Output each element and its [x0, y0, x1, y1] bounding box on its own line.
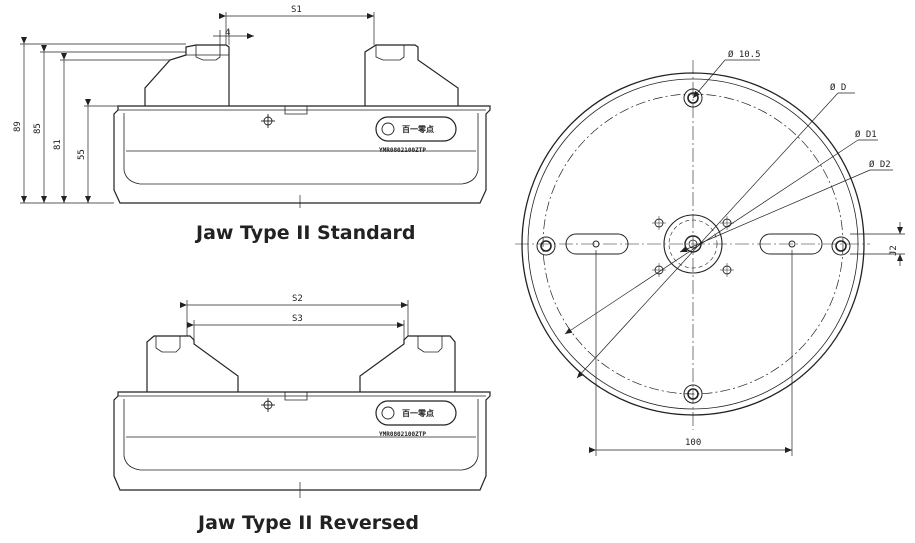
dim-89: 89 — [13, 121, 23, 132]
plate-model-reversed: YMR0802100ZTP — [379, 431, 426, 438]
standard-dims — [20, 12, 375, 204]
plate-model: YMR0802100ZTP — [379, 147, 426, 154]
dim-d: Ø D — [830, 82, 846, 93]
dim-s1: S1 — [291, 5, 302, 15]
caption-standard: Jaw Type II Standard — [196, 222, 416, 244]
dim-d2: Ø D2 — [869, 159, 891, 170]
center-mark — [261, 114, 275, 128]
dim-85: 85 — [33, 123, 43, 134]
right-jaw — [364, 44, 459, 106]
plate-brand-reversed: 百一零点 — [402, 408, 434, 418]
standard-view: 百一零点 — [113, 44, 491, 208]
dim-jaw-gap: 4 — [225, 28, 230, 38]
dim-81: 81 — [53, 139, 63, 150]
dim-55: 55 — [77, 149, 87, 160]
left-jaw-reversed — [146, 335, 239, 392]
right-jaw-reversed — [359, 335, 456, 392]
caption-reversed: Jaw Type II Reversed — [198, 512, 419, 534]
center-hub — [663, 214, 723, 274]
dim-100: 100 — [685, 438, 701, 448]
plate-brand: 百一零点 — [402, 124, 434, 134]
logo-plate — [375, 116, 457, 142]
dim-s3: S3 — [292, 314, 303, 324]
dim-d1: Ø D1 — [855, 129, 877, 140]
vise-body — [113, 105, 491, 204]
logo-plate-reversed — [375, 400, 457, 426]
dim-j2: J2 — [889, 245, 899, 256]
left-slot — [565, 233, 629, 255]
reversed-dims — [180, 300, 409, 344]
dim-s2: S2 — [292, 294, 303, 304]
top-view — [515, 59, 905, 456]
dim-d10-5: Ø 10.5 — [728, 49, 761, 60]
reversed-view: 百一零点 — [113, 335, 491, 498]
left-jaw — [144, 44, 230, 106]
right-slot — [759, 233, 823, 255]
vise-body-reversed — [113, 391, 491, 491]
